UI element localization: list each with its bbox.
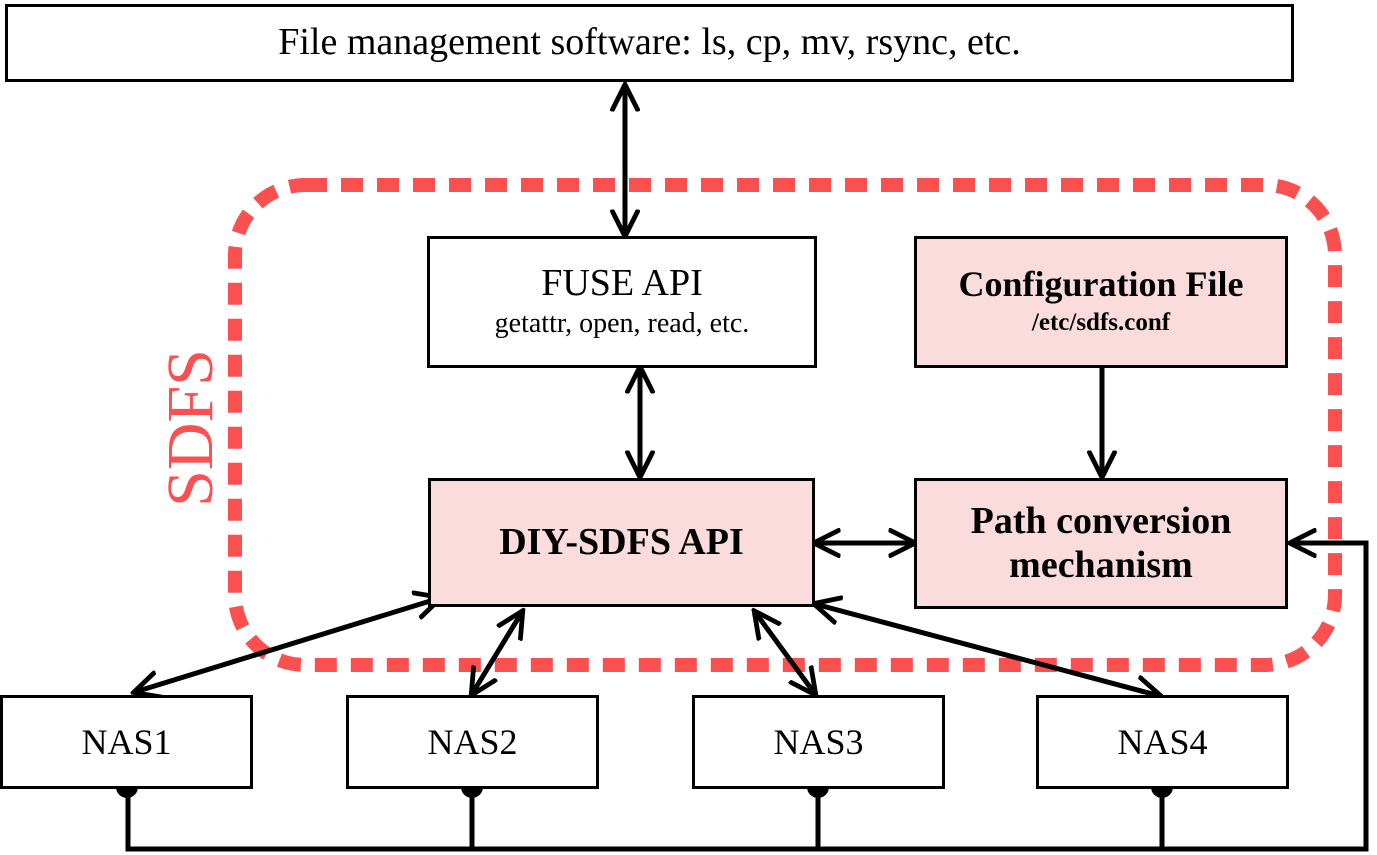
fuse-api-box: FUSE API getattr, open, read, etc. [427,236,817,368]
path-conversion-box: Path conversion mechanism [914,478,1288,609]
file-management-label: File management software: ls, cp, mv, rs… [278,21,1021,64]
nas2-box: NAS2 [346,695,599,789]
nas3-box: NAS3 [692,695,945,789]
nas2-label: NAS2 [427,722,518,762]
arrow-diy-nas1 [135,598,440,692]
path-conversion-line2: mechanism [1009,543,1193,586]
nas1-box: NAS1 [0,695,253,789]
path-conversion-line1: Path conversion [970,499,1232,542]
diy-sdfs-api-label: DIY-SDFS API [499,520,744,563]
config-file-path: /etc/sdfs.conf [1031,309,1171,337]
config-file-box: Configuration File /etc/sdfs.conf [914,236,1288,368]
arrow-diy-nas4 [815,604,1160,696]
sdfs-label: SDFS [154,349,227,507]
nas4-box: NAS4 [1036,695,1289,789]
arrow-diy-nas2 [472,612,522,694]
nas4-label: NAS4 [1117,722,1208,762]
nas3-label: NAS3 [773,722,864,762]
fuse-api-subtitle: getattr, open, read, etc. [494,307,750,339]
arrow-diy-nas3 [755,612,815,694]
nas1-label: NAS1 [81,722,172,762]
nas-bus-line [125,543,1369,852]
file-management-box: File management software: ls, cp, mv, rs… [5,4,1294,82]
diy-sdfs-api-box: DIY-SDFS API [428,478,815,607]
config-file-title: Configuration File [958,263,1244,304]
fuse-api-title: FUSE API [541,261,703,304]
